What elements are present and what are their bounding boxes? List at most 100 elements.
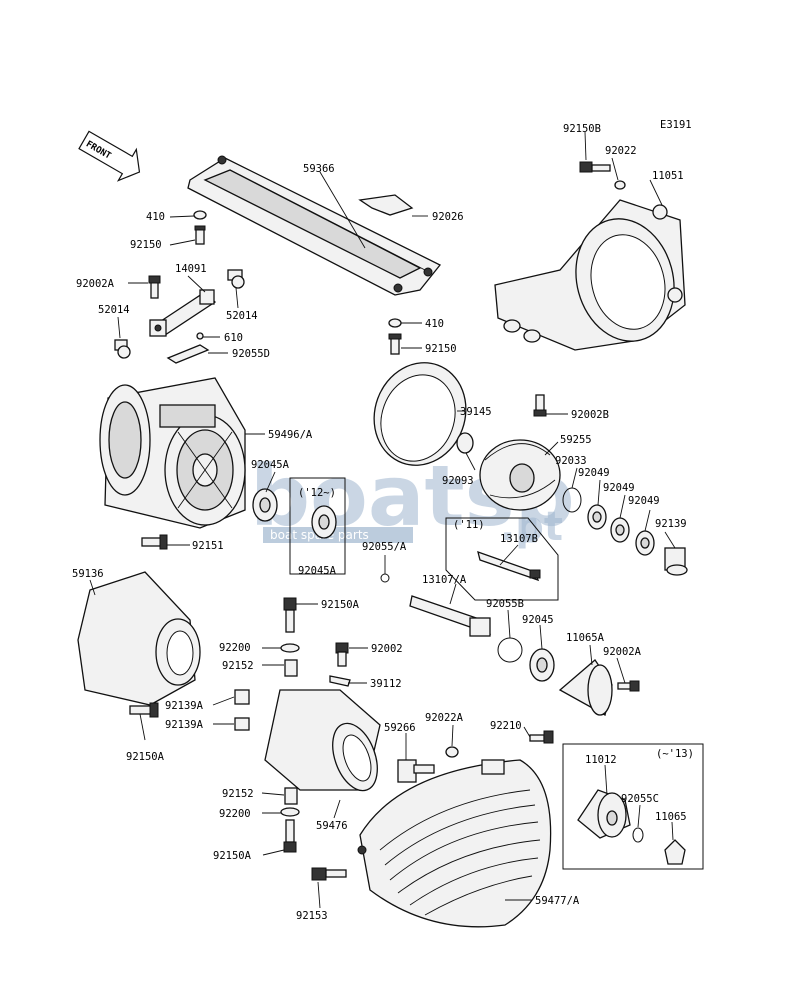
label-13-note: (~'13)	[656, 748, 694, 760]
label-92150B: 92150B	[563, 123, 601, 135]
label-92200-bot: 92200	[219, 808, 251, 820]
label-92045A-left: 92045A	[251, 459, 290, 471]
label-13107B: 13107B	[500, 533, 538, 545]
label-92210: 92210	[490, 720, 522, 732]
collar-92139A-b	[234, 717, 250, 731]
washers-92049	[587, 504, 655, 556]
oring-92055C	[632, 827, 644, 843]
label-12-note: ('12~)	[298, 487, 336, 499]
bolt-92150A-mid	[283, 597, 297, 633]
label-92055C: 92055C	[621, 793, 659, 805]
pin-39112	[329, 675, 351, 687]
label-11051: 11051	[652, 170, 684, 182]
label-59496A: 59496/A	[268, 429, 313, 441]
label-92022-top: 92022	[605, 145, 637, 157]
housing-11051	[494, 199, 686, 351]
label-92139: 92139	[655, 518, 687, 530]
label-52014-left: 52014	[98, 304, 130, 316]
bolt-92002B	[533, 394, 547, 417]
label-410-mid: 410	[425, 318, 444, 330]
label-92022A: 92022A	[425, 712, 464, 724]
label-59476: 59476	[316, 820, 348, 832]
cone-11012	[577, 789, 631, 839]
label-92139A-b: 92139A	[165, 719, 204, 731]
label-92049-a: 92049	[578, 467, 610, 479]
nozzle-59476	[264, 689, 381, 792]
label-92153: 92153	[296, 910, 328, 922]
label-92200-top: 92200	[219, 642, 251, 654]
label-610: 610	[224, 332, 243, 344]
front-arrow-icon: FRONT	[78, 130, 141, 182]
label-92055D: 92055D	[232, 348, 270, 360]
label-92002B: 92002B	[571, 409, 609, 421]
shaft-13107B	[477, 550, 541, 582]
watermark-banner	[263, 527, 413, 543]
washer-92200-bot	[280, 807, 300, 817]
label-92139A-a: 92139A	[165, 700, 204, 712]
cap-11065	[664, 839, 686, 865]
part-labels: E3191 92150B 92022 11051 59366 410 92026…	[72, 119, 694, 922]
clip-92026	[358, 194, 414, 216]
label-92150A-bot: 92150A	[213, 850, 252, 862]
bolt-92153	[311, 867, 347, 881]
wear-ring-39145	[373, 362, 467, 466]
label-11-note: ('11)	[453, 519, 485, 531]
label-39145: 39145	[460, 406, 492, 418]
bolt-92150B	[579, 161, 611, 173]
washer-92200-top	[280, 643, 300, 653]
label-92152-top: 92152	[222, 660, 254, 672]
bolt-92002A-right	[617, 680, 640, 692]
bushing-92152-top	[284, 659, 298, 677]
label-59477A: 59477/A	[535, 895, 580, 907]
label-92002A-top: 92002A	[76, 278, 115, 290]
label-92002A-right: 92002A	[603, 646, 642, 658]
label-92045: 92045	[522, 614, 554, 626]
label-59366: 59366	[303, 163, 335, 175]
shaft-13107A	[409, 595, 491, 637]
label-11065A: 11065A	[566, 632, 605, 644]
label-410-top: 410	[146, 211, 165, 223]
leader-lines	[89, 131, 676, 909]
label-92045A-box: 92045A	[298, 565, 337, 577]
bearing-92045A-left	[252, 488, 278, 522]
washer-410-mid	[388, 318, 402, 328]
bolt-92150-mid	[388, 333, 402, 355]
label-13107A: 13107/A	[422, 574, 467, 586]
label-92150-top: 92150	[130, 239, 162, 251]
label-92150A-left: 92150A	[126, 751, 165, 763]
stator-59136	[77, 571, 201, 706]
label-92151: 92151	[192, 540, 224, 552]
washer-92022A	[445, 746, 459, 758]
label-92002: 92002	[371, 643, 403, 655]
box-up-to-13	[562, 743, 704, 870]
bolt-92150A-left	[129, 702, 159, 718]
spacer-92093	[456, 432, 474, 454]
gasket-92055D	[166, 344, 210, 364]
washer-92022-top	[614, 180, 626, 190]
collar-92139A-a	[234, 689, 250, 705]
reverse-bucket-59477A	[357, 759, 552, 928]
label-92150-mid: 92150	[425, 343, 457, 355]
fitting-14091	[149, 289, 217, 337]
box-11	[445, 517, 559, 601]
bolt-92210	[529, 730, 554, 744]
label-92093: 92093	[442, 475, 474, 487]
bolt-92151	[141, 534, 168, 550]
box-12-on	[289, 477, 346, 575]
label-11065: 11065	[655, 811, 687, 823]
pump-case-59496A	[99, 377, 246, 529]
diagram-code: E3191	[660, 119, 692, 131]
label-11012: 11012	[585, 754, 617, 766]
bolt-92002	[335, 642, 349, 667]
label-59136: 59136	[72, 568, 104, 580]
label-92055A: 92055/A	[362, 541, 407, 553]
bolt-92002A-top	[148, 275, 161, 299]
label-14091: 14091	[175, 263, 207, 275]
oring-92055A	[380, 573, 390, 583]
fitting-52014-left	[114, 339, 131, 359]
fitting-59266	[397, 759, 435, 783]
oring-92055B	[497, 637, 523, 663]
bushing-92152-bot	[284, 787, 298, 805]
label-92055B: 92055B	[486, 598, 524, 610]
